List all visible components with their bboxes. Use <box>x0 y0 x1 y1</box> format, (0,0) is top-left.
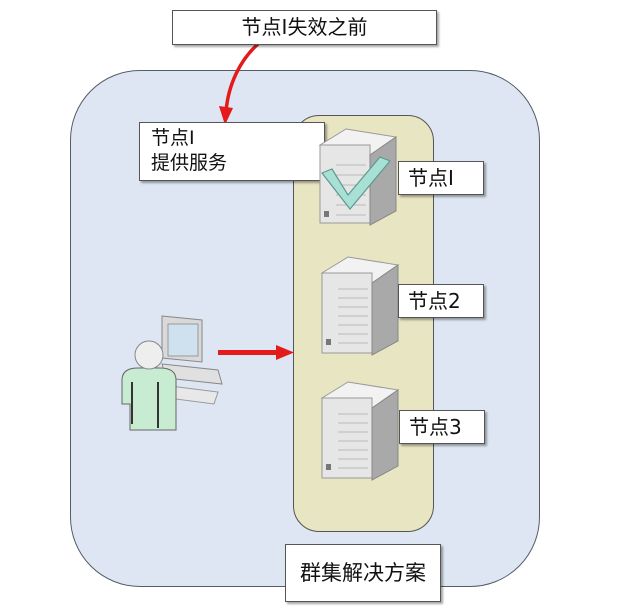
title-label: 节点I失效之前 <box>172 10 437 45</box>
provide-service-label: 节点I 提供服务 <box>139 122 325 181</box>
server-icon-node2 <box>320 256 400 356</box>
provide-label-line1: 节点I <box>151 127 195 149</box>
user-workstation-icon <box>121 315 223 431</box>
node-1-label: 节点I <box>398 161 484 195</box>
server-icon-node3 <box>320 381 400 481</box>
server-icon-node1 <box>318 128 398 226</box>
checkmark-icon <box>321 156 391 210</box>
request-arrow <box>218 345 294 360</box>
node-2-label: 节点2 <box>398 284 484 318</box>
node-3-label: 节点3 <box>399 410 485 444</box>
cluster-solution-label: 群集解决方案 <box>285 544 441 602</box>
provide-label-line2: 提供服务 <box>151 152 228 174</box>
